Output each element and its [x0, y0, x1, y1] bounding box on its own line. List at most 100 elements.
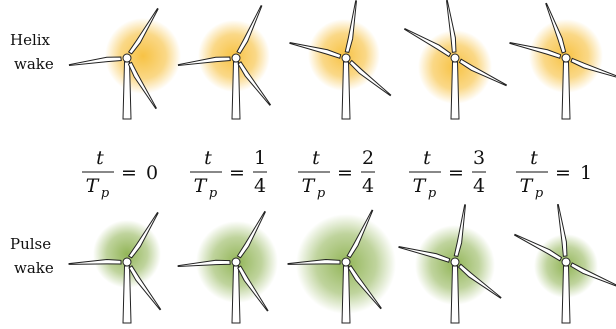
- turbine-hub: [231, 257, 241, 267]
- turbine-blade-0: [344, 0, 358, 53]
- time-denominator: T: [302, 175, 316, 197]
- turbine-tower: [231, 61, 241, 120]
- helix-turbine-2: [289, 0, 392, 120]
- turbine-blade-2: [570, 262, 616, 287]
- turbine-blade-0: [236, 210, 266, 259]
- turbine-blade-1: [177, 259, 231, 267]
- value-denominator: 4: [362, 175, 374, 197]
- turbine-hub: [231, 53, 241, 63]
- time-subscript: p: [535, 186, 544, 201]
- turbine-blade-1: [403, 28, 452, 58]
- turbine-hub: [122, 257, 132, 267]
- turbine-blade-2: [348, 59, 392, 97]
- helix-wake-glow-0: [105, 18, 181, 94]
- turbine-hub: [122, 53, 132, 63]
- turbine-blade-2: [237, 61, 272, 106]
- time-denominator: T: [413, 175, 427, 197]
- turbine-blade-2: [457, 263, 502, 299]
- turbine-blade-0: [453, 204, 467, 257]
- turbine-blade-1: [68, 258, 122, 265]
- pulse-turbine-3: [398, 204, 502, 324]
- time-numerator: t: [96, 147, 104, 169]
- turbine-tower: [122, 61, 132, 120]
- helix-turbine-1: [177, 5, 272, 120]
- time-denominator: T: [86, 175, 100, 197]
- pulse-turbine-1: [177, 210, 269, 324]
- helix-label-line2: wake: [14, 55, 54, 73]
- time-subscript: p: [428, 186, 437, 201]
- value-numerator: 1: [254, 147, 266, 169]
- turbine-blade-1: [513, 233, 563, 262]
- turbine-blade-0: [445, 0, 457, 53]
- turbine-hub: [450, 257, 460, 267]
- turbine-blade-0: [127, 211, 159, 259]
- turbine-blade-2: [347, 264, 382, 310]
- turbine-tower: [341, 265, 351, 324]
- value: 0: [146, 162, 158, 184]
- turbine-blade-1: [398, 246, 451, 263]
- value-denominator: 4: [254, 175, 266, 197]
- turbine-hub: [341, 53, 351, 63]
- turbine-blade-2: [127, 61, 158, 110]
- equals-sign: =: [229, 162, 245, 184]
- turbine-blade-0: [127, 7, 159, 55]
- turbine-blade-2: [237, 265, 269, 312]
- pulse-label-line2: wake: [14, 259, 54, 277]
- pulse-label-line1: Pulse: [10, 235, 51, 253]
- time-numerator: t: [204, 147, 212, 169]
- turbine-blade-0: [556, 203, 568, 257]
- turbine-blade-1: [177, 56, 231, 67]
- turbine-blade-1: [289, 42, 342, 59]
- time-subscript: p: [209, 186, 218, 201]
- value-numerator: 3: [473, 147, 485, 169]
- equals-sign: =: [121, 162, 137, 184]
- turbine-blade-0: [545, 2, 567, 54]
- pulse-turbine-0: [68, 211, 162, 324]
- helix-turbine-4: [509, 2, 616, 120]
- turbine-tower: [122, 265, 132, 324]
- time-numerator: t: [423, 147, 431, 169]
- time-numerator: t: [312, 147, 320, 169]
- turbine-hub: [450, 53, 460, 63]
- equals-sign: =: [555, 162, 571, 184]
- time-numerator: t: [530, 147, 538, 169]
- turbine-blade-1: [509, 42, 562, 59]
- time-subscript: p: [101, 186, 110, 201]
- value-numerator: 2: [362, 147, 374, 169]
- equals-sign: =: [448, 162, 464, 184]
- turbine-blade-1: [68, 56, 122, 67]
- turbine-hub: [341, 257, 351, 267]
- value: 1: [580, 162, 592, 184]
- turbine-tower: [450, 265, 460, 324]
- turbine-tower: [561, 61, 571, 120]
- turbine-blade-2: [128, 265, 162, 311]
- turbine-tower: [450, 61, 460, 120]
- turbines: [68, 0, 616, 324]
- helix-turbine-3: [403, 0, 508, 120]
- turbine-tower: [231, 265, 241, 324]
- turbine-tower: [561, 265, 571, 324]
- turbine-blade-0: [236, 5, 263, 55]
- turbine-blade-2: [458, 58, 508, 87]
- turbine-blade-0: [346, 209, 374, 259]
- turbine-blade-2: [570, 57, 616, 78]
- value-denominator: 4: [473, 175, 485, 197]
- helix-label-line1: Helix: [10, 31, 51, 49]
- time-denominator: T: [520, 175, 534, 197]
- equals-sign: =: [337, 162, 353, 184]
- turbine-tower: [341, 61, 351, 120]
- time-denominator: T: [194, 175, 208, 197]
- turbine-blade-1: [287, 258, 341, 265]
- helix-turbine-0: [68, 7, 159, 120]
- time-subscript: p: [317, 186, 326, 201]
- pulse-turbine-2: [287, 209, 382, 324]
- turbine-hub: [561, 53, 571, 63]
- pulse-turbine-4: [513, 203, 616, 324]
